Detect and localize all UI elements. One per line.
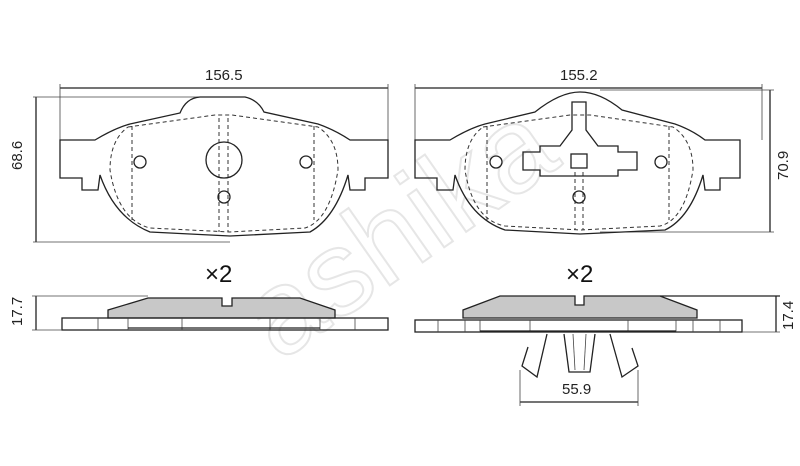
right-pad-side-view: ×2 55.9 17.4	[414, 261, 797, 406]
height-dimension-label: 68.6	[9, 141, 26, 170]
thickness-dimension-label: 17.4	[780, 301, 797, 330]
left-pad-side-view: ×2 17.7	[9, 261, 389, 331]
hole-icon	[299, 155, 313, 169]
clip-center	[563, 333, 596, 373]
hole-icon	[217, 190, 231, 204]
thickness-dimension-label: 17.7	[9, 297, 26, 326]
spring-clip	[522, 101, 638, 177]
hole-icon	[654, 155, 668, 169]
height-dimension-label: 70.9	[775, 151, 792, 180]
width-dimension-label: 155.2	[560, 67, 598, 84]
clip-width-dimension-label: 55.9	[562, 381, 591, 398]
sensor-hole-icon	[205, 141, 243, 179]
left-pad-front-view: 156.5 68.6	[9, 67, 389, 243]
right-pad-front-view: 155.2 70.9	[414, 67, 792, 235]
hole-icon	[572, 190, 586, 204]
width-dimension-label: 156.5	[205, 67, 243, 84]
quantity-label: ×2	[566, 261, 593, 288]
hole-icon	[489, 155, 503, 169]
clip-leg	[609, 333, 639, 379]
hole-icon	[133, 155, 147, 169]
clip-leg	[521, 333, 548, 379]
quantity-label: ×2	[205, 261, 232, 288]
